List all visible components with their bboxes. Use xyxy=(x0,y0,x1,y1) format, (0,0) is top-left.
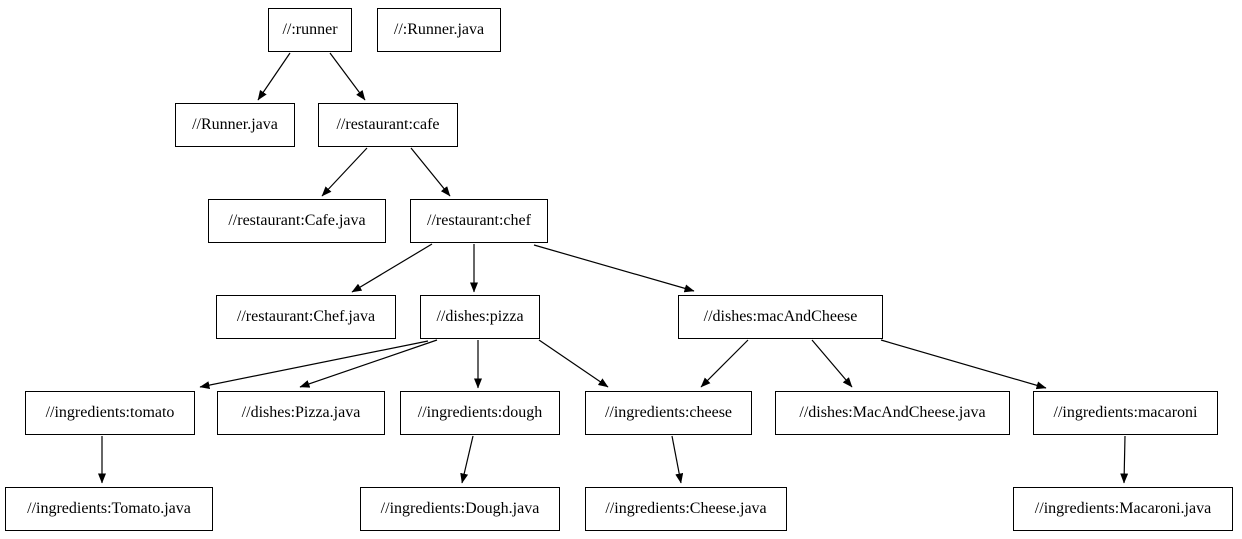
edge-runner-to-runner_java xyxy=(257,52,291,101)
graph-node-label: //ingredients:Macaroni.java xyxy=(1034,500,1212,517)
graph-node-runner: //:runner xyxy=(268,8,352,52)
graph-node-label: //dishes:Pizza.java xyxy=(241,404,361,421)
graph-node-label: //dishes:pizza xyxy=(436,308,524,325)
graph-node-cheese: //ingredients:cheese xyxy=(585,391,752,435)
graph-node-cheese_java: //ingredients:Cheese.java xyxy=(585,487,787,531)
graph-node-label: //restaurant:chef xyxy=(427,212,531,229)
graph-node-cafe: //restaurant:cafe xyxy=(318,103,458,147)
graph-node-label: //restaurant:Chef.java xyxy=(236,308,376,325)
edge-cafe-to-cafe_java xyxy=(321,147,368,197)
graph-node-label: //ingredients:dough xyxy=(417,404,543,421)
graph-node-cafe_java: //restaurant:Cafe.java xyxy=(208,199,386,243)
graph-node-pizza: //dishes:pizza xyxy=(420,295,540,339)
graph-node-macaroni: //ingredients:macaroni xyxy=(1033,391,1218,435)
graph-node-label: //ingredients:Tomato.java xyxy=(27,500,191,517)
edge-mac_and_cheese-to-mac_java xyxy=(811,339,853,388)
graph-node-label: //ingredients:Dough.java xyxy=(380,500,540,517)
graph-node-label: //:runner xyxy=(282,21,338,38)
graph-node-tomato_java: //ingredients:Tomato.java xyxy=(5,487,213,531)
graph-node-mac_java: //dishes:MacAndCheese.java xyxy=(775,391,1010,435)
edge-cheese-to-cheese_java xyxy=(671,435,684,484)
edge-pizza-to-pizza_java xyxy=(299,339,438,388)
graph-node-label: //ingredients:tomato xyxy=(45,404,175,421)
graph-node-mac_and_cheese: //dishes:macAndCheese xyxy=(678,295,883,339)
graph-node-label: //Runner.java xyxy=(192,116,278,133)
graph-node-label: //ingredients:Cheese.java xyxy=(605,500,767,517)
graph-node-label: //restaurant:Cafe.java xyxy=(228,212,366,229)
edge-chef-to-mac_and_cheese xyxy=(533,244,695,293)
edge-pizza-to-tomato xyxy=(199,340,429,390)
graph-node-label: //dishes:macAndCheese xyxy=(703,308,858,325)
graph-node-runner_java_root: //:Runner.java xyxy=(377,8,501,52)
graph-node-dough_java: //ingredients:Dough.java xyxy=(360,487,560,531)
graph-node-dough: //ingredients:dough xyxy=(400,391,560,435)
edge-mac_and_cheese-to-cheese xyxy=(700,339,749,388)
edge-dough-to-dough_java xyxy=(460,435,474,484)
graph-node-chef_java: //restaurant:Chef.java xyxy=(216,295,396,339)
graph-node-tomato: //ingredients:tomato xyxy=(25,391,195,435)
graph-node-chef: //restaurant:chef xyxy=(410,199,548,243)
graph-node-label: //dishes:MacAndCheese.java xyxy=(799,404,986,421)
edge-mac_and_cheese-to-macaroni xyxy=(880,339,1047,390)
graph-node-label: //ingredients:macaroni xyxy=(1053,404,1198,421)
graph-node-label: //ingredients:cheese xyxy=(604,404,733,421)
edge-cafe-to-chef xyxy=(410,147,451,197)
graph-node-label: //:Runner.java xyxy=(393,21,485,38)
edge-runner-to-cafe xyxy=(329,52,366,101)
graph-node-runner_java: //Runner.java xyxy=(175,103,295,147)
edge-macaroni-to-macaroni_java xyxy=(1120,435,1129,484)
graph-node-macaroni_java: //ingredients:Macaroni.java xyxy=(1013,487,1233,531)
graph-node-pizza_java: //dishes:Pizza.java xyxy=(217,391,385,435)
edge-chef-to-chef_java xyxy=(351,243,433,293)
graph-node-label: //restaurant:cafe xyxy=(336,116,440,133)
edge-pizza-to-cheese xyxy=(538,339,609,388)
